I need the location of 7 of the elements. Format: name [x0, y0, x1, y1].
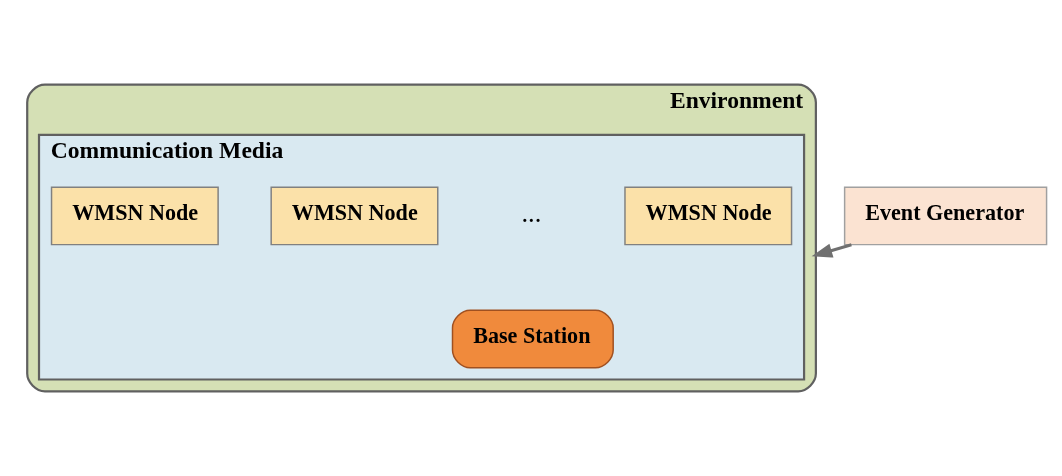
node-box: WMSN Node — [624, 186, 793, 246]
node-box: Event Generator — [843, 186, 1048, 246]
node-box: WMSN Node — [50, 186, 219, 246]
node-box: Base Station — [451, 309, 614, 369]
label: ... — [521, 198, 542, 229]
node-box: WMSN Node — [270, 186, 439, 246]
arrow — [811, 243, 852, 258]
